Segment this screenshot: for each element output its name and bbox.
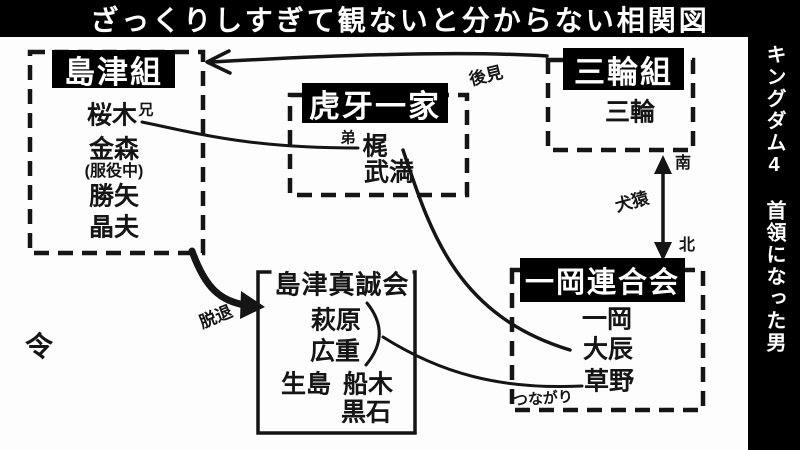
member-ichioka: 一岡 <box>581 305 633 334</box>
member-katsuya: 勝矢 <box>88 182 140 211</box>
member-kanamori-note: (服役中) <box>84 163 144 180</box>
member-funaki: 船木 <box>342 370 394 399</box>
member-miwa: 三輪 <box>604 98 656 127</box>
brothers-line <box>140 120 360 150</box>
takemitsu-daitatsu-line <box>401 148 572 352</box>
side-bar: キングダム4 首領になった男 <box>748 0 800 450</box>
minami-label: 南 <box>674 155 692 172</box>
member-sakuragi: 桜木 <box>86 101 138 130</box>
member-takemitsu: 武満 <box>363 158 415 187</box>
member-kaji: 梶 <box>362 132 388 161</box>
member-akio: 晶夫 <box>88 213 140 242</box>
kouken-arrow-line <box>210 51 549 64</box>
page-title: ざっくりしすぎて観ないと分からない相関図 <box>90 4 710 36</box>
kenen-label: 犬猿 <box>613 188 651 216</box>
dattai-arrow-line <box>188 247 248 309</box>
dattai-label: 脱退 <box>196 301 236 333</box>
koga-ikka-header: 虎牙一家 <box>302 83 448 124</box>
ichioka-rengokai-header: 一岡連合会 <box>520 258 685 302</box>
kouken-label: 後見 <box>467 62 505 90</box>
dattai-arrow-head <box>240 291 265 319</box>
otouto-label: 弟 <box>340 129 356 147</box>
members-brace <box>364 301 381 367</box>
member-daitatsu: 大辰 <box>582 335 634 364</box>
shimazu-gumi-header: 島津組 <box>52 50 175 90</box>
rei-character: 令 <box>24 331 54 362</box>
member-kusano: 草野 <box>583 367 635 396</box>
tsunagari-label: つながり <box>512 388 574 410</box>
miwa-gumi-header: 三輪組 <box>563 48 684 90</box>
kita-label: 北 <box>678 237 696 254</box>
ani-label: 兄 <box>138 101 154 119</box>
kenen-arrow-head-top <box>654 155 672 174</box>
member-hiroshige: 広重 <box>309 337 361 366</box>
title-bar: ざっくりしすぎて観ないと分からない相関図 <box>0 0 800 37</box>
tsunagari-line <box>381 335 584 389</box>
shimazu-shinseikai-title: 島津真誠会 <box>271 264 413 302</box>
member-kuroishi: 黒石 <box>340 398 392 427</box>
kouken-arrow-head <box>205 49 232 75</box>
member-hagiwara: 萩原 <box>310 306 362 335</box>
member-ikushima: 生島 <box>280 370 332 399</box>
member-kanamori: 金森 <box>88 135 140 164</box>
movie-title-vertical: キングダム4 首領になった男 <box>763 44 785 354</box>
